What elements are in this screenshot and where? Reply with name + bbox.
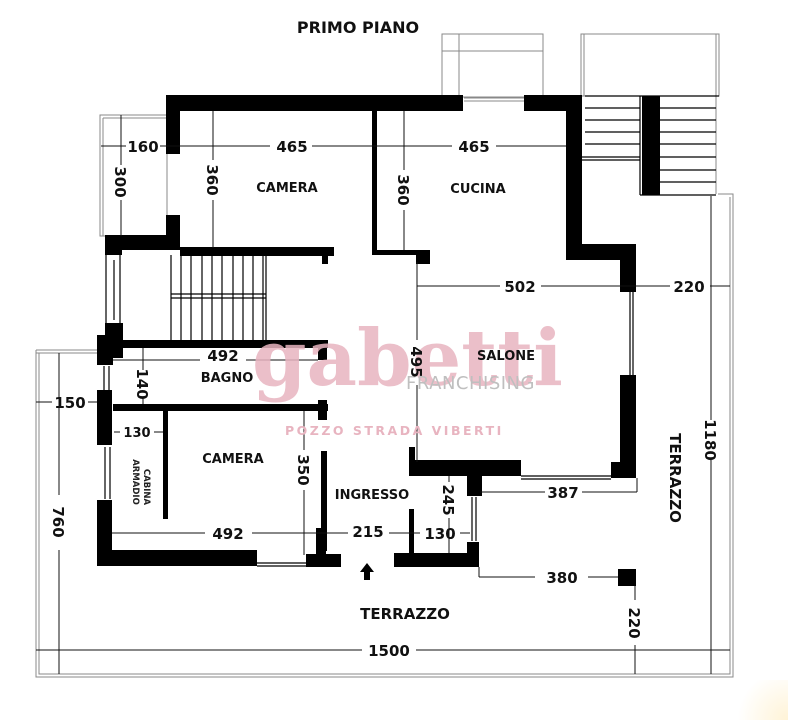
watermark-subtitle: FRANCHISING bbox=[406, 373, 535, 394]
dimension-labels: 160 300 465 360 465 360 502 220 1180 495… bbox=[49, 138, 719, 660]
dim-cucina-width: 465 bbox=[458, 138, 489, 156]
dim-salone-bottom-width: 387 bbox=[547, 484, 578, 502]
dim-camera-top-width: 465 bbox=[276, 138, 307, 156]
room-cucina: CUCINA bbox=[450, 182, 505, 197]
dim-bagno-depth: 140 bbox=[133, 368, 151, 399]
dim-camera-bottom-depth: 350 bbox=[294, 454, 312, 485]
balcony-top-center bbox=[441, 33, 544, 102]
watermark-brand: gabetti bbox=[252, 313, 563, 404]
dim-salone-depth: 495 bbox=[407, 346, 425, 377]
dim-ingresso-width: 215 bbox=[352, 523, 383, 541]
room-terrazzo-right: TERRAZZO bbox=[666, 433, 684, 523]
dim-closet-width: 130 bbox=[424, 525, 455, 543]
terrace-outline bbox=[35, 193, 734, 678]
dim-closet-depth: 245 bbox=[439, 484, 457, 515]
dim-pillar-offset-x: 380 bbox=[546, 569, 577, 587]
room-cabina-line2: ARMADIO bbox=[130, 459, 140, 505]
room-salone: SALONE bbox=[477, 349, 535, 364]
corner-glow bbox=[728, 680, 788, 720]
room-ingresso: INGRESSO bbox=[335, 488, 409, 503]
dim-salone-width: 502 bbox=[504, 278, 535, 296]
stairs-interior bbox=[170, 255, 267, 340]
dim-terrace-total-width: 1500 bbox=[368, 642, 410, 660]
dim-pillar-offset-y: 220 bbox=[625, 607, 643, 638]
dim-cabina-width: 130 bbox=[123, 426, 150, 441]
room-camera-bottom: CAMERA bbox=[202, 452, 264, 467]
stairs-top-right bbox=[580, 33, 720, 196]
watermark-agency: POZZO STRADA VIBERTI bbox=[285, 423, 504, 438]
dim-camera-bottom-width: 492 bbox=[212, 525, 243, 543]
dimension-lines bbox=[36, 111, 730, 674]
walls bbox=[97, 95, 636, 586]
dim-terrace-left-height: 760 bbox=[49, 506, 67, 537]
balcony-top-left bbox=[99, 114, 168, 237]
dim-cucina-depth: 360 bbox=[394, 174, 412, 205]
room-camera-top: CAMERA bbox=[256, 181, 318, 196]
dim-balcony-depth: 300 bbox=[111, 166, 129, 197]
entrance-arrow-icon bbox=[360, 563, 374, 580]
dim-left-terrace-width: 150 bbox=[54, 394, 85, 412]
room-cabina-line1: CABINA bbox=[141, 469, 151, 506]
plan-title: PRIMO PIANO bbox=[297, 18, 419, 37]
dim-terrace-right-width: 220 bbox=[673, 278, 704, 296]
dim-camera-top-depth: 360 bbox=[203, 164, 221, 195]
room-labels: CAMERA CUCINA SALONE BAGNO CAMERA CABINA… bbox=[130, 181, 684, 623]
dim-bagno-width: 492 bbox=[207, 347, 238, 365]
dim-balcony-width: 160 bbox=[127, 138, 158, 156]
dim-terrace-total-height: 1180 bbox=[701, 419, 719, 461]
room-bagno: BAGNO bbox=[201, 371, 254, 386]
watermark: gabetti FRANCHISING POZZO STRADA VIBERTI bbox=[252, 313, 563, 438]
room-terrazzo-bottom: TERRAZZO bbox=[360, 605, 450, 623]
